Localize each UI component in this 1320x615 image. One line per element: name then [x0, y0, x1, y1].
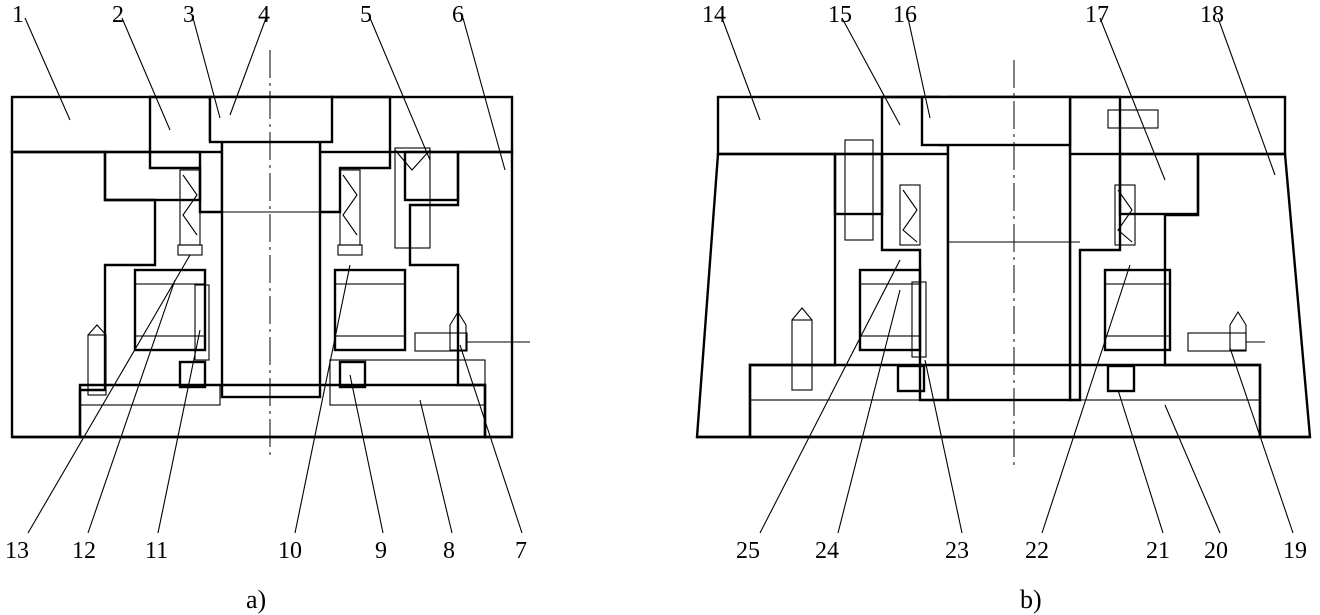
- label-15: 15: [828, 2, 852, 28]
- label-11: 11: [145, 538, 168, 564]
- spring-right-a: [339, 169, 361, 246]
- punch-head-b: [920, 95, 1072, 147]
- label-5: 5: [360, 2, 372, 28]
- spring-left-b: [899, 184, 921, 246]
- label-25: 25: [736, 538, 760, 564]
- label-7: 7: [515, 538, 527, 564]
- label-9: 9: [375, 538, 387, 564]
- label-22: 22: [1025, 538, 1049, 564]
- shoulder-right-b: [1118, 152, 1200, 216]
- spring-left-a: [179, 169, 201, 246]
- label-18: 18: [1200, 2, 1224, 28]
- body-right-a: [408, 150, 514, 439]
- caption-a: a): [246, 585, 266, 614]
- shoulder-left-a: [103, 150, 202, 202]
- body-left-b: [695, 152, 837, 439]
- spring-right-b: [1114, 184, 1136, 246]
- label-12: 12: [72, 538, 96, 564]
- label-2: 2: [112, 2, 124, 28]
- pin-25-b: [791, 319, 813, 391]
- punch-a: [220, 95, 322, 399]
- figure-b: 14 15 16 17 18 25 24 23 22 21 20 19 b): [695, 2, 1312, 614]
- label-13: 13: [5, 538, 29, 564]
- punch-head-a: [208, 95, 334, 144]
- caption-b: b): [1020, 585, 1042, 614]
- stripper-left-b: [858, 268, 922, 352]
- shoulder-right-a: [403, 150, 460, 202]
- stripper-right-a: [333, 268, 407, 352]
- label-1: 1: [12, 2, 24, 28]
- label-3: 3: [183, 2, 195, 28]
- screw-a: [394, 147, 431, 249]
- body-left-a: [10, 150, 157, 439]
- label-21: 21: [1146, 538, 1170, 564]
- label-6: 6: [452, 2, 464, 28]
- pin-13-a: [87, 334, 107, 396]
- label-8: 8: [443, 538, 455, 564]
- body-right-b: [1163, 152, 1312, 439]
- bolt-19-b: [1187, 332, 1247, 352]
- inner-ring-right-b: [1068, 95, 1122, 402]
- label-19: 19: [1283, 538, 1307, 564]
- label-23: 23: [945, 538, 969, 564]
- label-4: 4: [258, 2, 270, 28]
- label-17: 17: [1085, 2, 1109, 28]
- label-14: 14: [702, 2, 726, 28]
- label-24: 24: [815, 538, 839, 564]
- screw-b: [844, 139, 874, 241]
- label-10: 10: [278, 538, 302, 564]
- label-20: 20: [1204, 538, 1228, 564]
- figure-a: 1 2 3 4 5 6 13 12 11 10 9 8 7 a): [5, 2, 530, 614]
- label-16: 16: [893, 2, 917, 28]
- punch-b: [946, 95, 1072, 402]
